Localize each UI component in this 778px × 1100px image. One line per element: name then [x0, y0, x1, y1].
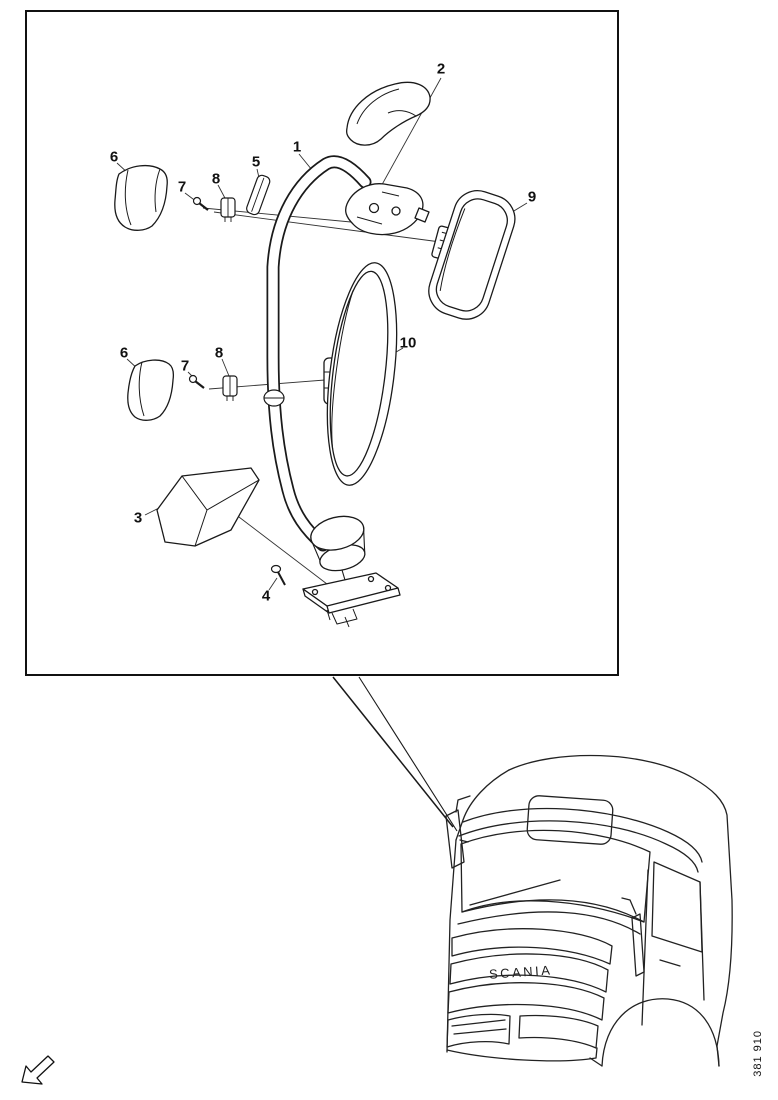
- location-pointer-lines: [332, 676, 458, 832]
- mirror-arm-part: [263, 155, 372, 552]
- cover-cap-lower-part: [127, 359, 175, 421]
- exploded-view-box: 1 2 3 4 5 6 6 7 7 8 8 9 10: [25, 10, 619, 676]
- small-bracket-part: [246, 174, 271, 216]
- cover-cap-upper-part: [114, 164, 168, 231]
- direction-arrow-icon: [21, 1055, 55, 1085]
- wide-angle-mirror-part: [428, 190, 516, 320]
- callout-6-lower: 6: [119, 344, 129, 362]
- callout-4: 4: [261, 587, 271, 605]
- screw-upper-part: [192, 196, 209, 211]
- exploded-view-drawing: [114, 77, 528, 628]
- callout-9: 9: [527, 188, 537, 206]
- callout-8-lower: 8: [214, 344, 224, 362]
- lower-arm-cover-part: [156, 467, 260, 547]
- callout-6-upper: 6: [109, 148, 119, 166]
- callout-2: 2: [436, 60, 446, 78]
- main-mirror-glass-part: [323, 262, 398, 486]
- screw-lower-part: [188, 374, 205, 389]
- callout-10: 10: [399, 334, 417, 352]
- upper-casing-part: [345, 81, 431, 146]
- callout-7-upper: 7: [177, 178, 187, 196]
- callout-3: 3: [133, 509, 143, 527]
- callout-5: 5: [251, 153, 261, 171]
- clip-lower-part: [222, 375, 238, 401]
- grille-brand-text: SCANIA: [489, 962, 553, 981]
- truck-cab-drawing: [445, 754, 733, 1067]
- callout-8-upper: 8: [211, 170, 221, 188]
- clip-upper-part: [220, 197, 236, 222]
- mirror-bracket-mechanism: [345, 183, 430, 236]
- drawing-number: 381 910: [752, 1030, 764, 1077]
- callout-1: 1: [292, 138, 302, 156]
- callout-7-lower: 7: [180, 357, 190, 375]
- base-screw-part: [270, 564, 286, 586]
- base-mount-assembly: [302, 515, 401, 628]
